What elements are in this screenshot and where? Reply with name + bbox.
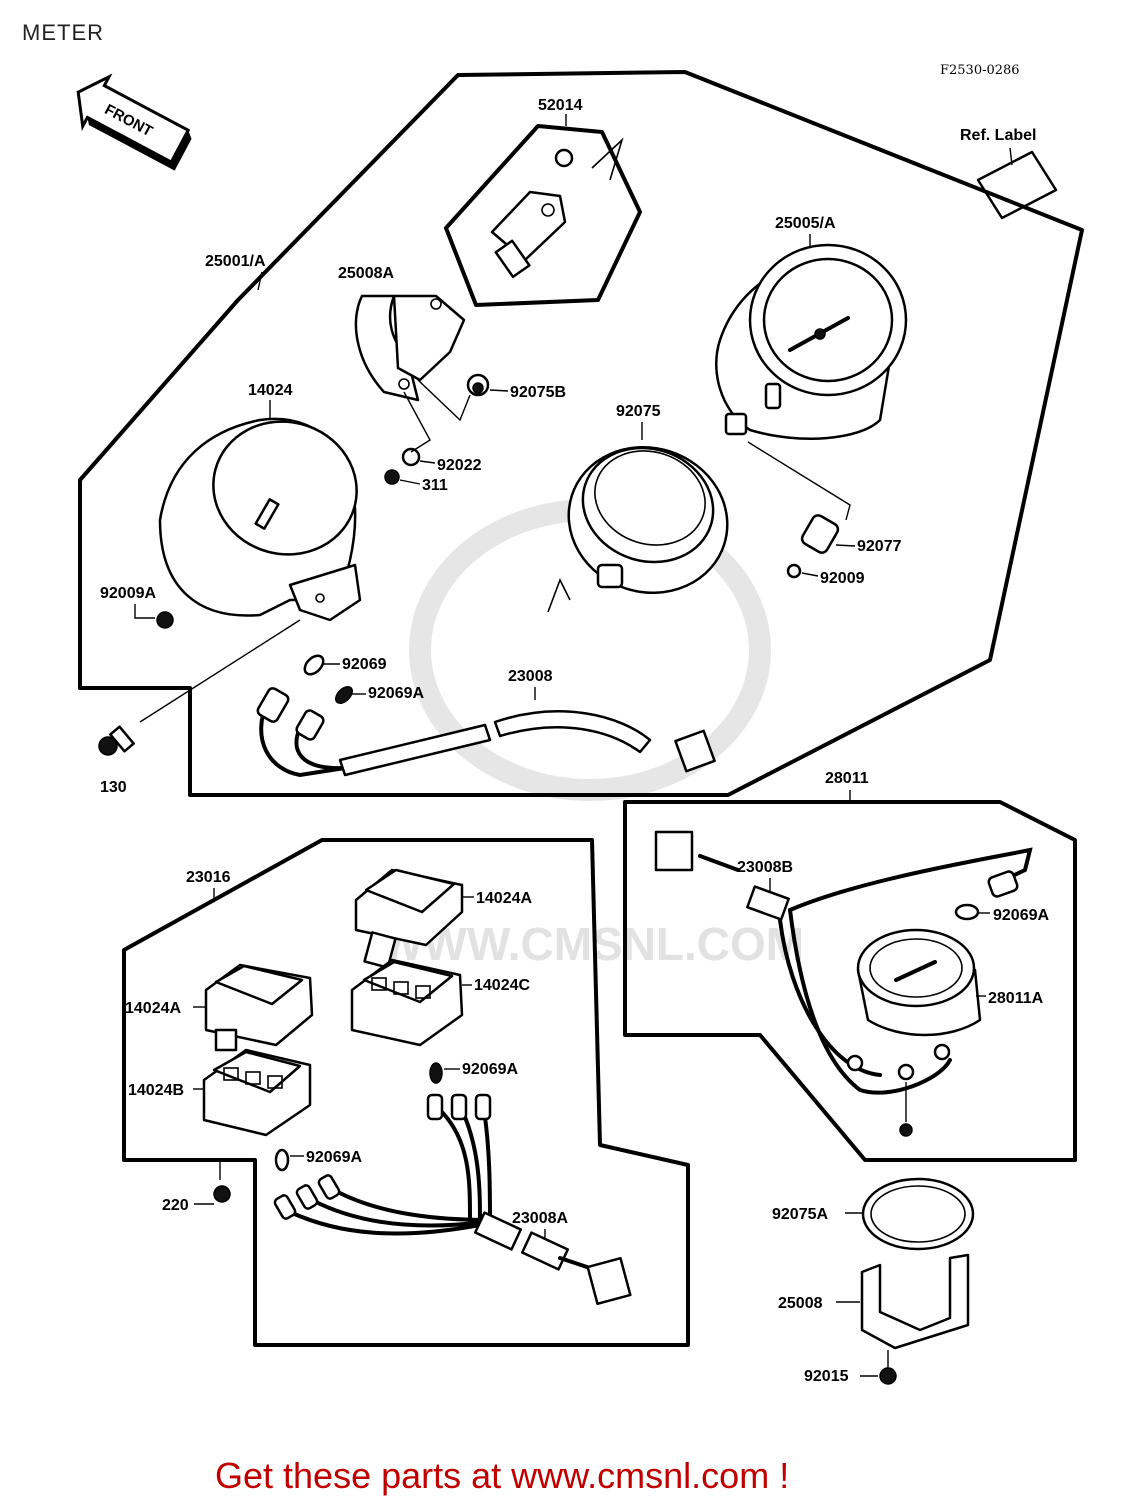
harness-23008 — [256, 687, 716, 778]
part-311[interactable]: 311 — [422, 477, 448, 494]
screw-92009A — [156, 611, 174, 629]
part-92069[interactable]: 92069 — [342, 656, 387, 673]
nut-311 — [384, 469, 400, 485]
sensor-frame — [444, 124, 642, 307]
part-25005A[interactable]: 25005/A — [775, 215, 836, 232]
part-92077[interactable]: 92077 — [857, 538, 902, 555]
watermark-text: WWW.CMSNL.COM — [380, 918, 804, 970]
washer-92022 — [401, 447, 421, 467]
bolt-130 — [98, 725, 135, 756]
part-23016[interactable]: 23016 — [186, 869, 231, 886]
part-92069A-3[interactable]: 92069A — [306, 1149, 362, 1166]
indicator-lamp-14024B — [202, 1048, 312, 1137]
main-assembly-outline — [78, 70, 1084, 797]
connector-23008B — [654, 830, 694, 872]
part-92015[interactable]: 92015 — [804, 1368, 849, 1385]
meter-case-14024 — [158, 417, 362, 622]
part-92075[interactable]: 92075 — [616, 403, 661, 420]
harness-23008A — [273, 1093, 632, 1306]
part-14024A-left[interactable]: 14024A — [125, 1000, 181, 1017]
part-25008A[interactable]: 25008A — [338, 265, 394, 282]
part-28011A[interactable]: 28011A — [988, 990, 1044, 1007]
indicator-assembly-outline — [122, 838, 690, 1347]
front-arrow-icon: FRONT — [76, 73, 192, 171]
nut-92015 — [879, 1367, 897, 1385]
bulb-92069A — [335, 686, 353, 704]
part-92009A[interactable]: 92009A — [100, 585, 156, 602]
part-14024B[interactable]: 14024B — [128, 1082, 184, 1099]
speedometer-25005A — [715, 243, 908, 440]
bracket-25008 — [860, 1253, 970, 1350]
part-14024C[interactable]: 14024C — [474, 977, 530, 994]
part-14024[interactable]: 14024 — [248, 382, 293, 399]
part-92069A-4[interactable]: 92069A — [993, 907, 1049, 924]
part-23008A[interactable]: 23008A — [512, 1210, 568, 1227]
part-52014[interactable]: 52014 — [538, 97, 583, 114]
ref-label-text: Ref. Label — [960, 127, 1036, 144]
part-92069A-1[interactable]: 92069A — [368, 685, 424, 702]
meter-bracket-25008A — [354, 294, 466, 402]
tachometer-assembly-outline — [623, 800, 1077, 1162]
figure-code: F2530-0286 — [940, 63, 1020, 78]
ref-label-sticker — [976, 150, 1058, 220]
part-92022[interactable]: 92022 — [437, 457, 482, 474]
part-23008[interactable]: 23008 — [508, 668, 553, 685]
indicator-lamp-14024A-top — [354, 868, 464, 969]
part-92075B[interactable]: 92075B — [510, 384, 566, 401]
tachometer-28011A — [856, 928, 982, 1037]
cable-fitting-92077 — [800, 514, 840, 554]
bulb-92069A-tacho — [954, 903, 980, 921]
part-14024A-top[interactable]: 14024A — [476, 890, 532, 907]
grommet-92075B — [466, 373, 490, 397]
part-92009[interactable]: 92009 — [820, 570, 865, 587]
part-130[interactable]: 130 — [100, 779, 127, 796]
bulb-92069A-b — [274, 1148, 290, 1172]
part-92075A[interactable]: 92075A — [772, 1206, 828, 1223]
indicator-lamp-14024A-left — [204, 963, 314, 1052]
footer-cta-link[interactable]: Get these parts at www.cmsnl.com ! — [215, 1455, 789, 1496]
part-28011[interactable]: 28011 — [825, 770, 869, 787]
part-92069A-2[interactable]: 92069A — [462, 1061, 518, 1078]
bulb-92069A-a — [429, 1062, 443, 1084]
screw-92009 — [786, 563, 802, 579]
page-title: METER — [22, 20, 104, 45]
bulb-92069 — [303, 654, 325, 676]
part-25001A[interactable]: 25001/A — [205, 253, 266, 270]
part-220[interactable]: 220 — [162, 1197, 189, 1214]
indicator-lamp-14024C — [350, 958, 464, 1047]
speed-sensor — [490, 148, 574, 279]
meter-ring-92075 — [567, 445, 729, 595]
screw-tacho — [899, 1123, 913, 1137]
part-25008[interactable]: 25008 — [778, 1295, 823, 1312]
screw-220 — [213, 1185, 231, 1203]
ring-92075A — [861, 1177, 975, 1251]
part-23008B[interactable]: 23008B — [737, 859, 793, 876]
